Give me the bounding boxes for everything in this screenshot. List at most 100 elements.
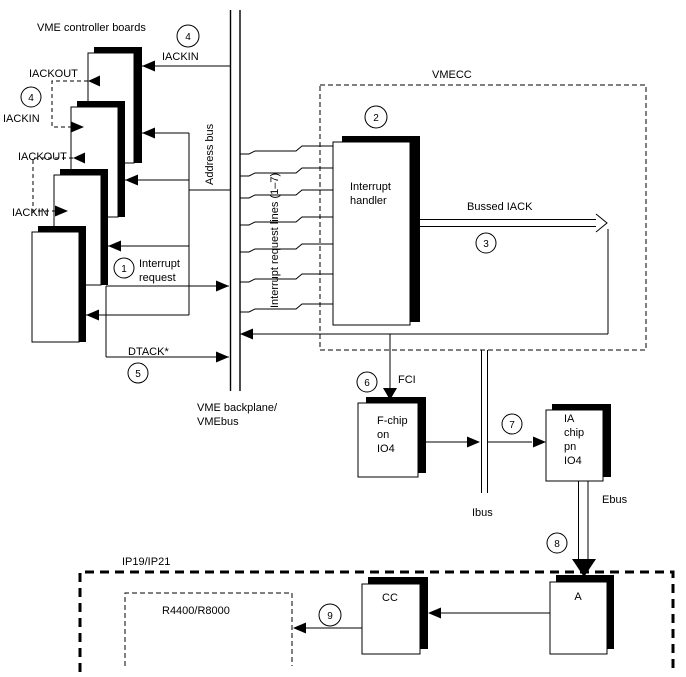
cc-to-cpu-arrowhead — [293, 622, 306, 634]
step-circle-2-number: 2 — [373, 113, 379, 124]
ia-chip-body — [545, 409, 604, 482]
board2-shadow-top — [77, 101, 125, 107]
iackin-board3-arrowhead — [55, 205, 68, 217]
fchip-box: F-chip on IO4 — [357, 397, 426, 478]
ia-chip-label-line4: IO4 — [564, 455, 582, 467]
address-bus-label: Address bus — [204, 123, 216, 185]
ia-chip-label-line1: IA — [564, 413, 575, 425]
fci-net: 6 FCI — [356, 334, 416, 400]
address-branch-board3-arrowhead — [108, 240, 121, 252]
fchip-shadow-top — [366, 397, 426, 403]
cc-shadow-right — [420, 577, 428, 649]
ip-board-label: IP19/IP21 — [122, 556, 170, 568]
iack-chain2-dashed-path — [32, 157, 73, 212]
step-circle-4a — [176, 24, 200, 48]
step-circle-8-number: 8 — [554, 539, 560, 550]
a-to-cc-arrowhead — [428, 607, 441, 619]
iackin-board1-label: IACKIN — [162, 51, 199, 63]
ia-chip-shadow-right — [603, 404, 611, 477]
ibus-net: Ibus 7 — [426, 350, 546, 519]
vmecc-dashed-border — [319, 84, 647, 351]
step-circle-7 — [501, 413, 523, 435]
cc-label: CC — [382, 592, 398, 604]
irq-line-2 — [240, 167, 333, 177]
cpu-label: R4400/R8000 — [162, 605, 230, 617]
address-bus-net: Address bus — [86, 123, 230, 321]
irq-line-1 — [240, 145, 333, 155]
iack-chain-board2-board3: IACKOUT IACKIN — [12, 151, 85, 219]
ibus-to-ia-arrowhead — [533, 436, 546, 448]
iackin-board2-arrowhead — [71, 121, 84, 133]
interrupt-request-lines: Interrupt request lines (1–7) — [240, 145, 333, 313]
a-shadow-top — [556, 575, 614, 582]
interrupt-handler-label-line1: Interrupt — [350, 181, 391, 193]
iackout-board2-label: IACKOUT — [18, 151, 67, 163]
address-branch-board4-arrowhead — [86, 309, 99, 321]
interrupt-request-net: 1 Interrupt request DTACK* 5 — [105, 257, 229, 384]
iackin-board1-arrowhead — [142, 60, 155, 72]
ebus-net: Ebus 8 — [546, 481, 628, 577]
vme-backplane-label-line2: VMEbus — [197, 416, 239, 428]
vmecc-enclosure: VMECC 2 Interrupt handler Bussed IACK 3 — [240, 69, 647, 351]
ia-chip-shadow-top — [552, 404, 611, 410]
irq-line-6 — [240, 273, 333, 283]
vme-backplane-label-line1: VME backplane/ — [197, 402, 278, 414]
ibus-label: Ibus — [472, 507, 493, 519]
step-circle-7-number: 7 — [509, 420, 515, 431]
step-circle-3 — [475, 232, 497, 254]
cpu-dashed-border — [124, 592, 293, 666]
vme-backplane-bus: VME backplane/ VMEbus — [197, 10, 278, 428]
bussed-iack-net: Bussed IACK 3 — [240, 201, 609, 340]
irq-line-3 — [240, 189, 333, 199]
dtack-label: DTACK* — [128, 346, 169, 358]
iackin-board2-label: IACKIN — [3, 113, 40, 125]
step-circle-2 — [364, 105, 388, 129]
cc-shadow-top — [368, 577, 428, 584]
a-body — [549, 581, 608, 655]
irq-line-4 — [240, 216, 333, 226]
board1-shadow-right — [134, 47, 142, 163]
step-circle-4a-number: 4 — [185, 32, 191, 43]
step-circle-9 — [318, 603, 342, 627]
interrupt-handler-label-line2: handler — [350, 195, 387, 207]
cc-to-cpu-net: 9 — [293, 603, 362, 634]
ia-chip-label-line2: chip — [564, 427, 584, 439]
board3-shadow-top — [60, 169, 108, 175]
iack-return-arrowhead — [240, 328, 253, 340]
fchip-body — [357, 402, 419, 478]
a-label: A — [574, 591, 582, 603]
step-circle-1-number: 1 — [121, 264, 127, 275]
step-circle-4b — [20, 86, 42, 108]
a-box: A — [549, 575, 614, 655]
step-circle-3-number: 3 — [483, 239, 489, 250]
cc-box: CC — [361, 577, 428, 655]
board4-body — [31, 231, 80, 343]
ip-board-enclosure: IP19/IP21 — [78, 556, 675, 672]
step-circle-8 — [546, 532, 568, 554]
vme-controller-board-4 — [31, 226, 86, 343]
step-circle-4b-number: 4 — [28, 93, 34, 104]
iackout-board1-label: IACKOUT — [29, 68, 78, 80]
interrupt-request-label-line2: request — [139, 272, 176, 284]
board4-shadow-right — [79, 226, 86, 342]
ebus-arrowhead — [572, 559, 596, 577]
diagram-title: VME controller boards — [37, 22, 146, 34]
fci-arrowhead — [383, 388, 397, 400]
a-shadow-right — [607, 575, 614, 649]
board2-shadow-right — [118, 101, 125, 217]
irq-line-7 — [240, 303, 333, 313]
ia-chip-label-line3: pn — [564, 441, 576, 453]
board1-shadow-top — [94, 47, 142, 53]
cc-body — [361, 583, 421, 655]
ebus-label: Ebus — [602, 494, 628, 506]
fchip-shadow-right — [418, 397, 426, 473]
cpu-box: R4400/R8000 — [124, 592, 293, 666]
board3-shadow-right — [101, 169, 108, 285]
step-circle-5 — [127, 362, 149, 384]
interrupt-handler-body — [332, 141, 411, 326]
interrupt-handler-shadow-right — [410, 136, 420, 322]
bussed-iack-label: Bussed IACK — [467, 201, 533, 213]
step-circle-9-number: 9 — [327, 611, 333, 622]
fci-label: FCI — [398, 374, 416, 386]
